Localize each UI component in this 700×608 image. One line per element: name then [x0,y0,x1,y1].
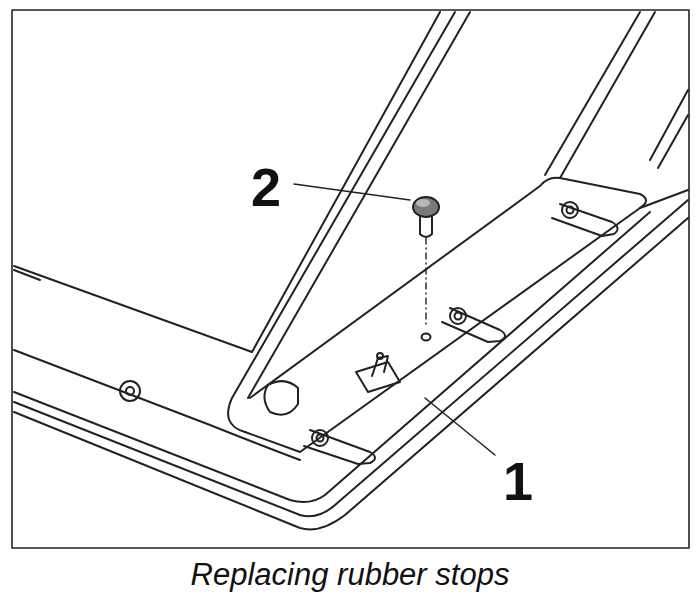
mounting-hole [422,334,431,341]
rubber-stop-part [413,197,439,237]
bracket [356,353,400,392]
bolt [120,381,140,401]
callout-number: 1 [503,454,533,508]
assembly-line [425,238,426,328]
flange-plate [245,178,646,452]
leader-line [294,184,410,200]
slot-bolt [442,308,505,342]
panel-edge [560,12,655,178]
panel-edge [252,12,440,352]
rubber-stop [264,381,298,415]
slot-bolt [304,430,375,464]
panel-edge [248,12,470,398]
rim-edge [14,218,688,529]
rim-edge [14,350,300,460]
slot-bolt [552,202,618,236]
figure-frame [12,10,689,548]
rim-edge [14,212,650,502]
rim-edge [640,190,688,208]
panel-edge [228,12,455,432]
panel-edge [14,266,252,352]
panel-edge [14,270,40,280]
callout-number: 2 [251,160,281,214]
rim-edge [14,200,688,516]
leader-line [425,398,495,455]
figure-caption: Replacing rubber stops [0,556,700,593]
panel-edge [545,12,640,175]
panel-edge [658,115,688,168]
